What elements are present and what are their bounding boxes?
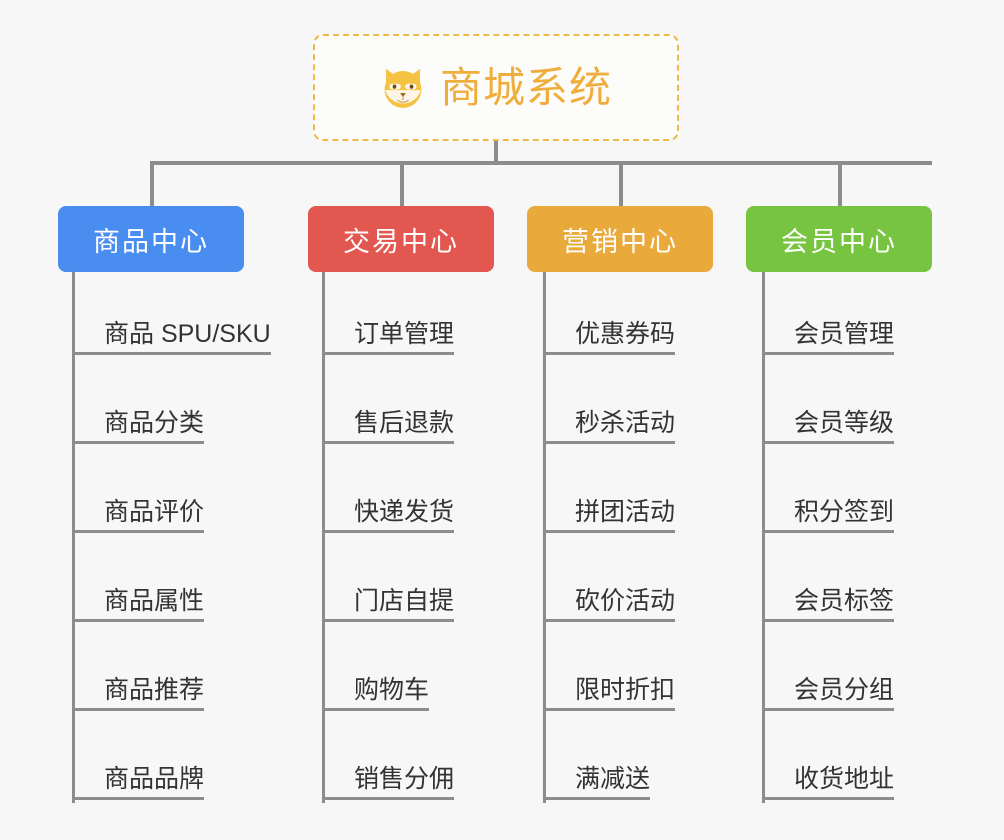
leaf-item[interactable]: 优惠券码 <box>543 266 676 355</box>
category-box-product-center[interactable]: 商品中心 <box>58 206 244 272</box>
leaf-item-label: 门店自提 <box>354 586 455 615</box>
leaf-item[interactable]: 秒杀活动 <box>543 355 676 444</box>
leaf-item-label: 会员管理 <box>794 319 895 348</box>
leaf-item-label: 销售分佣 <box>354 764 455 793</box>
category-box-member-center[interactable]: 会员中心 <box>746 206 932 272</box>
leaf-item-label: 秒杀活动 <box>575 408 676 437</box>
leaf-item-label: 商品分类 <box>104 408 205 437</box>
leaf-item[interactable]: 收货地址 <box>762 711 895 800</box>
connector-drop-2 <box>400 161 404 207</box>
leaf-item[interactable]: 商品品牌 <box>72 711 205 800</box>
leaf-item[interactable]: 会员管理 <box>762 266 895 355</box>
column-trunk-line <box>322 272 325 803</box>
leaf-item-label: 积分签到 <box>794 497 895 526</box>
leaf-item[interactable]: 售后退款 <box>322 355 455 444</box>
root-node[interactable]: 商城系统 <box>313 34 679 141</box>
leaf-item[interactable]: 会员分组 <box>762 622 895 711</box>
leaf-item[interactable]: 快递发货 <box>322 444 455 533</box>
leaf-item-label: 会员等级 <box>794 408 895 437</box>
leaf-item-label: 商品 SPU/SKU <box>104 319 271 348</box>
connector-drop-3 <box>619 161 623 207</box>
category-label: 营销中心 <box>562 226 678 257</box>
category-box-marketing-center[interactable]: 营销中心 <box>527 206 713 272</box>
leaf-item[interactable]: 会员标签 <box>762 533 895 622</box>
connector-drop-1 <box>150 161 154 207</box>
leaf-item-label: 满减送 <box>575 764 651 793</box>
column-trunk-line <box>762 272 765 803</box>
leaf-item-label: 商品推荐 <box>104 675 205 704</box>
leaf-item[interactable]: 会员等级 <box>762 355 895 444</box>
leaf-item-label: 拼团活动 <box>575 497 676 526</box>
leaf-item-label: 购物车 <box>354 675 430 704</box>
leaf-item[interactable]: 购物车 <box>322 622 430 711</box>
leaf-item[interactable]: 限时折扣 <box>543 622 676 711</box>
leaf-item[interactable]: 商品属性 <box>72 533 205 622</box>
leaf-item[interactable]: 拼团活动 <box>543 444 676 533</box>
connector-horizontal-bus <box>150 161 932 165</box>
leaf-item-label: 限时折扣 <box>575 675 676 704</box>
leaf-item-label: 商品品牌 <box>104 764 205 793</box>
dog-face-icon <box>380 66 426 110</box>
leaf-item[interactable]: 商品推荐 <box>72 622 205 711</box>
column-trunk-line <box>543 272 546 803</box>
leaf-item-label: 会员分组 <box>794 675 895 704</box>
leaf-item-label: 商品属性 <box>104 586 205 615</box>
leaf-item[interactable]: 门店自提 <box>322 533 455 622</box>
column-trunk-line <box>72 272 75 803</box>
leaf-item[interactable]: 商品评价 <box>72 444 205 533</box>
leaf-item[interactable]: 商品 SPU/SKU <box>72 266 271 355</box>
leaf-item-label: 收货地址 <box>794 764 895 793</box>
leaf-item-label: 砍价活动 <box>575 586 676 615</box>
category-label: 交易中心 <box>343 226 459 257</box>
leaf-item-label: 快递发货 <box>354 497 455 526</box>
leaf-item[interactable]: 积分签到 <box>762 444 895 533</box>
leaf-item[interactable]: 订单管理 <box>322 266 455 355</box>
leaf-item[interactable]: 满减送 <box>543 711 651 800</box>
leaf-item[interactable]: 商品分类 <box>72 355 205 444</box>
leaf-item[interactable]: 销售分佣 <box>322 711 455 800</box>
leaf-item-label: 售后退款 <box>354 408 455 437</box>
leaf-item-label: 商品评价 <box>104 497 205 526</box>
leaf-item-label: 优惠券码 <box>575 319 676 348</box>
category-label: 会员中心 <box>781 226 897 257</box>
connector-root-stem <box>494 141 498 163</box>
leaf-item-label: 会员标签 <box>794 586 895 615</box>
leaf-item[interactable]: 砍价活动 <box>543 533 676 622</box>
category-box-trade-center[interactable]: 交易中心 <box>308 206 494 272</box>
category-label: 商品中心 <box>93 226 209 257</box>
connector-drop-4 <box>838 161 842 207</box>
leaf-item-label: 订单管理 <box>354 319 455 348</box>
root-title: 商城系统 <box>439 63 612 111</box>
